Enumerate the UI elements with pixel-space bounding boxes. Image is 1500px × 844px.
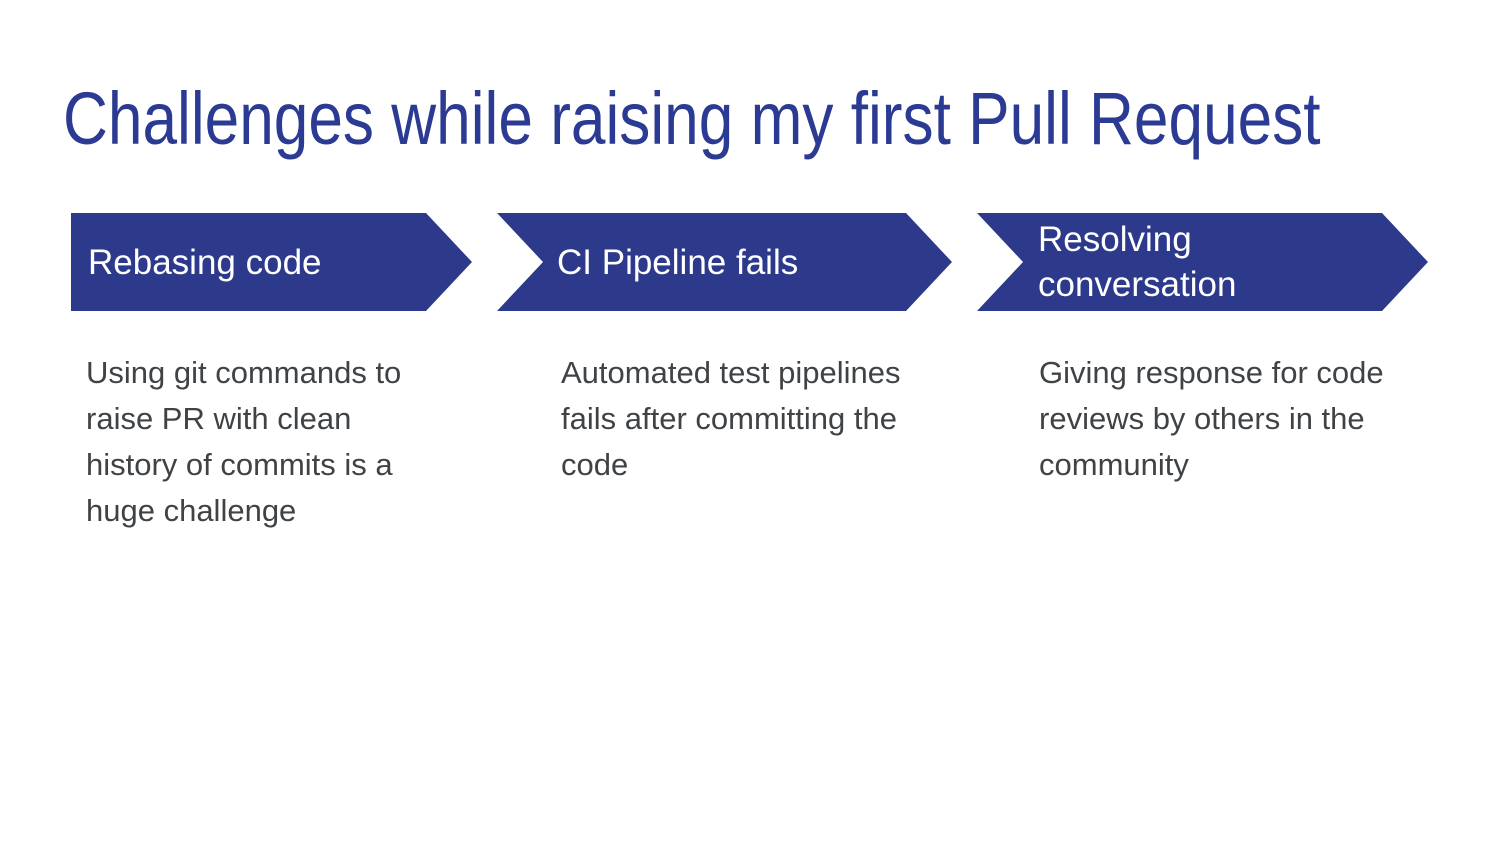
step-arrow-label: Rebasing code: [88, 242, 322, 282]
step-description-rebasing-code: Using git commands to raise PR with clea…: [86, 355, 402, 528]
step-arrow-resolving-conversation: Resolving conversation: [977, 213, 1428, 311]
slide-title: Challenges while raising my first Pull R…: [63, 77, 1321, 160]
step-arrow-label: CI Pipeline fails: [557, 242, 799, 282]
step-description-resolving-conversation: Giving response for code reviews by othe…: [1039, 355, 1384, 482]
step-arrow-ci-pipeline-fails: CI Pipeline fails: [497, 213, 952, 311]
step-description-ci-pipeline-fails: Automated test pipelines fails after com…: [561, 355, 901, 482]
step-arrow-label: Resolving conversation: [1038, 220, 1237, 304]
step-arrow-rebasing-code: Rebasing code: [71, 213, 472, 311]
